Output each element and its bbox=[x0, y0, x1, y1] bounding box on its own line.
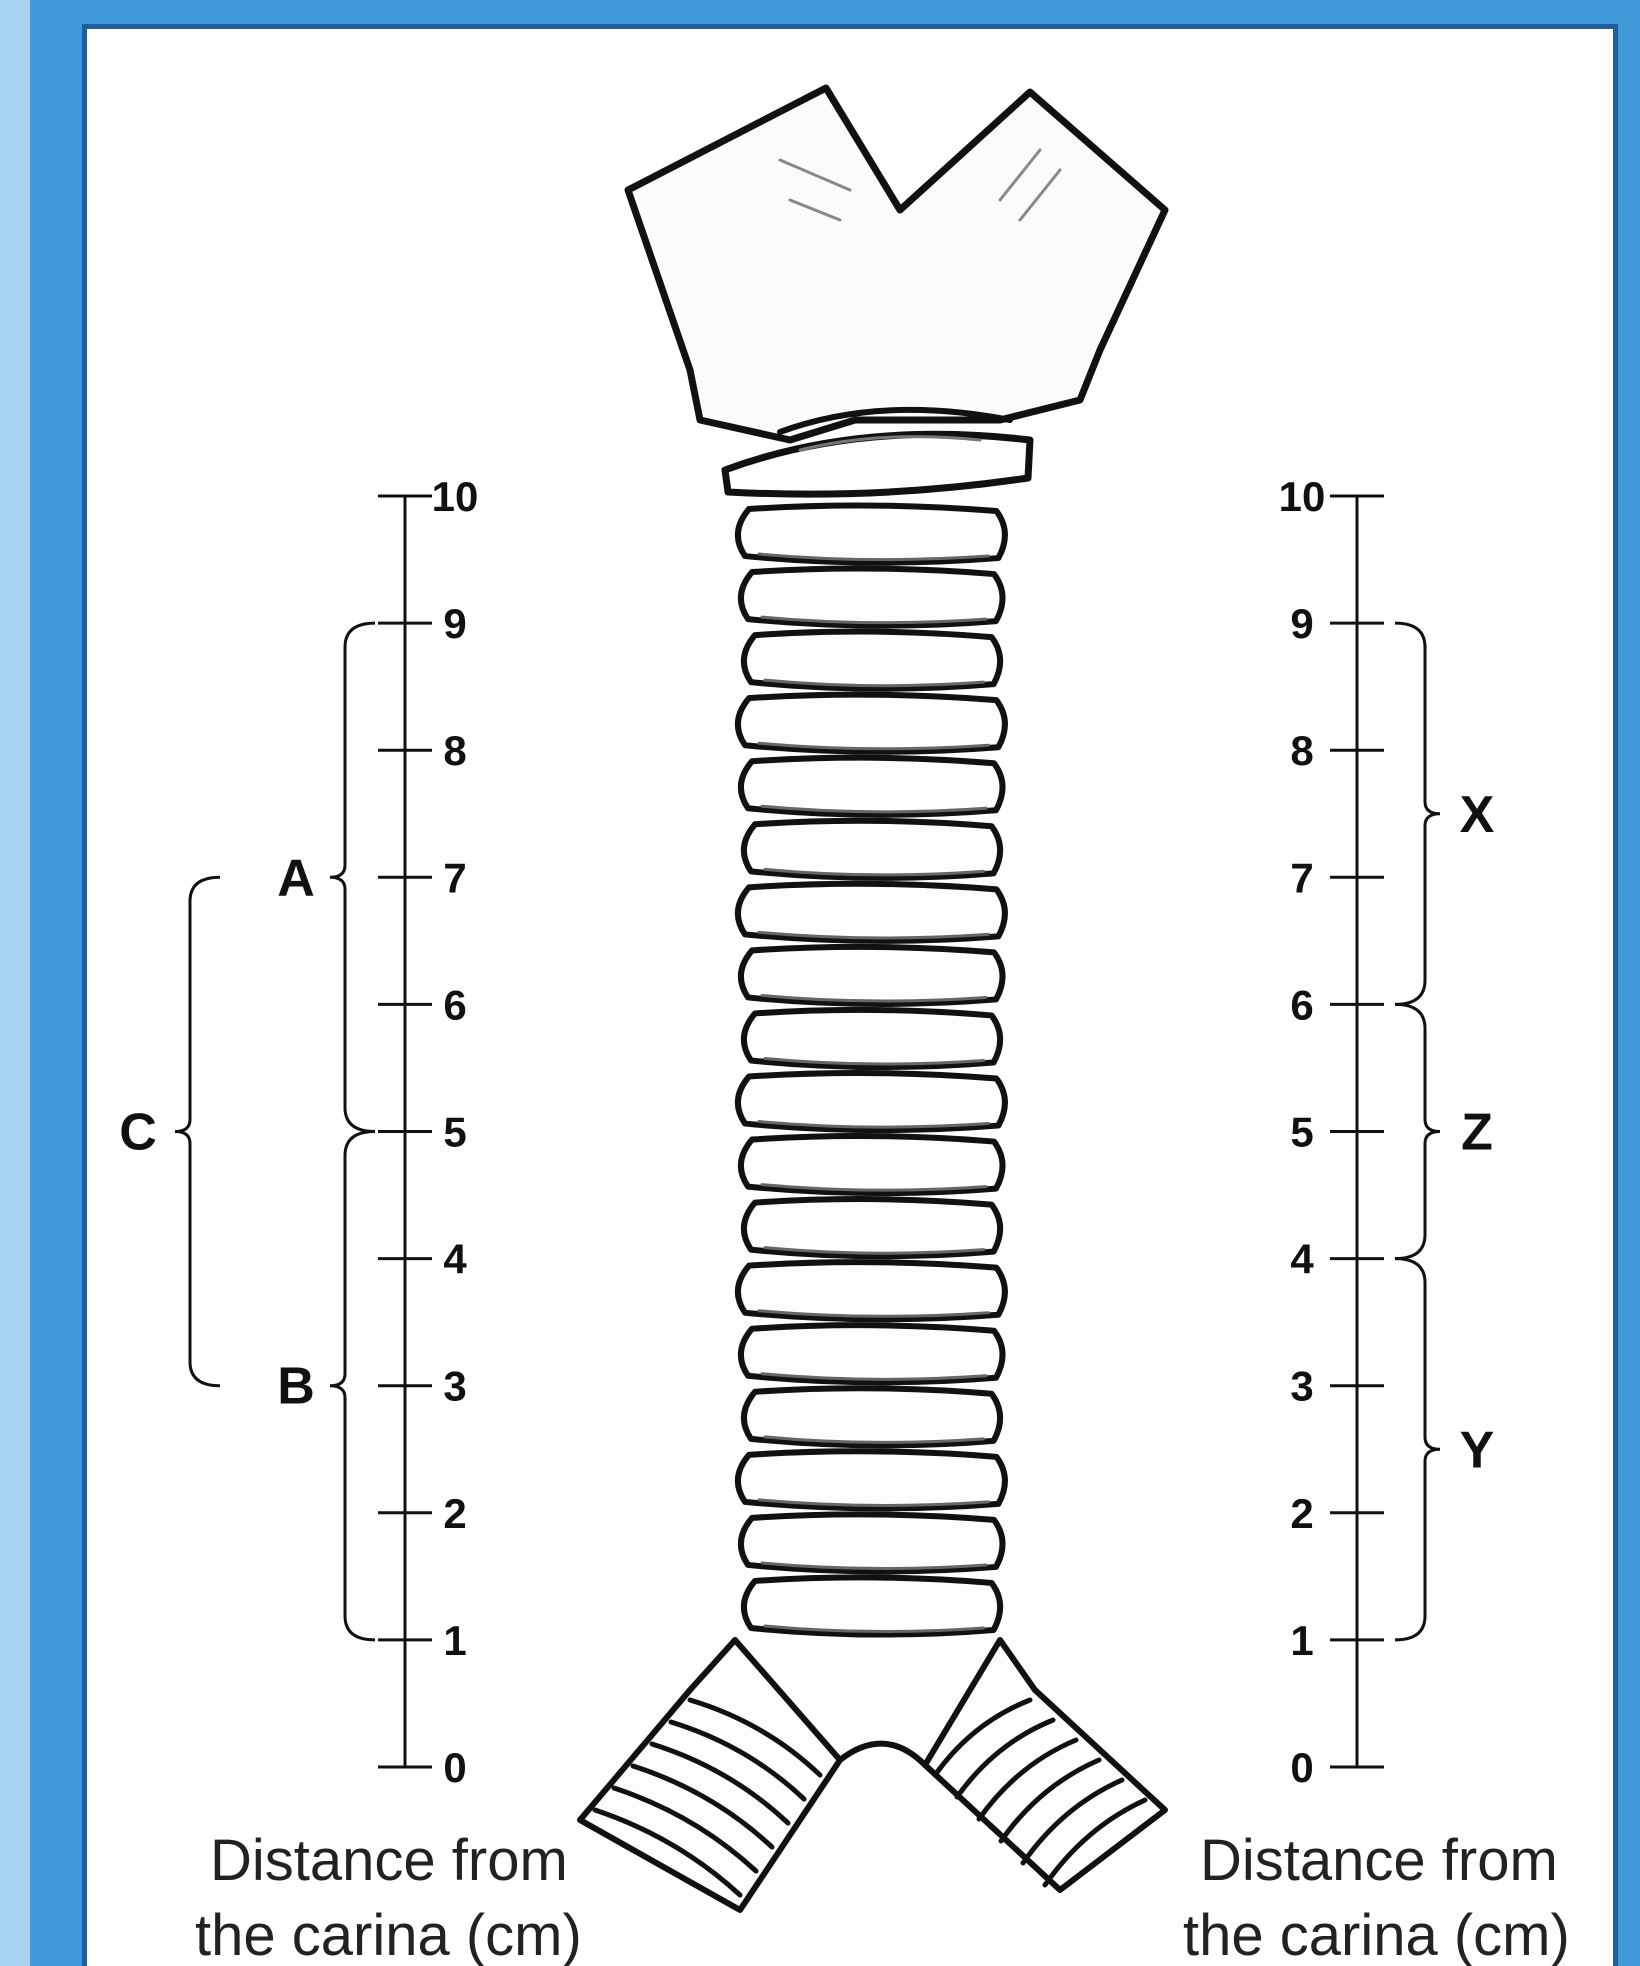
left-distance-scale: 0 1 2 3 4 5 6 7 8 9 10A B C bbox=[119, 473, 478, 1791]
scale-tick-label: 3 bbox=[1290, 1363, 1313, 1410]
right-caption-line1: Distance from bbox=[1200, 1828, 1558, 1893]
scale-tick-label: 10 bbox=[432, 473, 479, 520]
tracheal-ring bbox=[741, 1136, 1003, 1193]
segment-label-y: Y bbox=[1460, 1421, 1495, 1479]
segment-label-b: B bbox=[277, 1358, 315, 1416]
tracheal-ring bbox=[738, 884, 1005, 941]
trachea-illustration bbox=[580, 88, 1165, 1910]
left-caption-line1: Distance from bbox=[210, 1828, 568, 1893]
scale-tick-label: 9 bbox=[1290, 600, 1313, 647]
tracheal-ring bbox=[738, 1073, 1005, 1130]
segment-bracket bbox=[1395, 1004, 1440, 1258]
segment-label-a: A bbox=[277, 849, 315, 907]
scale-tick-label: 7 bbox=[443, 854, 466, 901]
tracheal-ring bbox=[741, 1514, 1003, 1571]
tracheal-rings bbox=[738, 505, 1005, 1634]
scale-tick-label: 1 bbox=[443, 1617, 466, 1664]
tracheal-ring bbox=[741, 569, 1003, 626]
right-caption-line2: the carina (cm) bbox=[1183, 1903, 1570, 1966]
scale-tick-label: 10 bbox=[1279, 473, 1326, 520]
scale-tick-label: 2 bbox=[443, 1490, 466, 1537]
segment-bracket bbox=[1395, 623, 1440, 1004]
scale-tick-label: 0 bbox=[1290, 1744, 1313, 1791]
scale-tick-label: 5 bbox=[1290, 1109, 1313, 1156]
cricoid-cartilage bbox=[725, 434, 1030, 494]
scale-tick-label: 5 bbox=[443, 1109, 466, 1156]
thyroid-cartilage bbox=[628, 88, 1165, 440]
scale-tick-label: 1 bbox=[1290, 1617, 1313, 1664]
scale-tick-label: 8 bbox=[1290, 727, 1313, 774]
left-caption-line2: the carina (cm) bbox=[195, 1903, 582, 1966]
tracheal-ring bbox=[744, 1388, 1000, 1445]
scale-tick-label: 9 bbox=[443, 600, 466, 647]
tracheal-ring bbox=[741, 758, 1003, 815]
scale-tick-label: 6 bbox=[1290, 981, 1313, 1028]
scale-tick-label: 4 bbox=[443, 1236, 467, 1283]
tracheal-ring bbox=[738, 1451, 1005, 1508]
right-bronchus bbox=[925, 1640, 1165, 1890]
segment-bracket bbox=[175, 877, 220, 1385]
tracheal-ring bbox=[741, 947, 1003, 1004]
segment-bracket bbox=[1395, 1259, 1440, 1640]
tracheal-ring bbox=[738, 1262, 1005, 1319]
tracheal-ring bbox=[738, 695, 1005, 752]
tracheal-ring bbox=[744, 1199, 1000, 1256]
segment-label-z: Z bbox=[1461, 1104, 1493, 1162]
carina-notch bbox=[840, 1744, 925, 1765]
scale-tick-label: 2 bbox=[1290, 1490, 1313, 1537]
scale-tick-label: 0 bbox=[443, 1744, 466, 1791]
segment-bracket bbox=[330, 1132, 375, 1640]
scale-tick-label: 6 bbox=[443, 981, 466, 1028]
scale-tick-label: 8 bbox=[443, 727, 466, 774]
segment-label-c: C bbox=[119, 1104, 157, 1162]
right-distance-scale: 0 1 2 3 4 5 6 7 8 9 10X Z Y bbox=[1279, 473, 1495, 1791]
tracheal-ring bbox=[741, 1325, 1003, 1382]
segment-label-x: X bbox=[1460, 786, 1495, 844]
scale-tick-label: 3 bbox=[443, 1363, 466, 1410]
segment-bracket bbox=[330, 623, 375, 1131]
tracheal-ring bbox=[744, 1010, 1000, 1067]
tracheal-ring bbox=[744, 632, 1000, 689]
tracheal-ring bbox=[744, 821, 1000, 878]
tracheal-ring bbox=[744, 1577, 1000, 1634]
scale-tick-label: 4 bbox=[1290, 1236, 1314, 1283]
tracheal-ring bbox=[738, 505, 1005, 562]
scale-tick-label: 7 bbox=[1290, 854, 1313, 901]
